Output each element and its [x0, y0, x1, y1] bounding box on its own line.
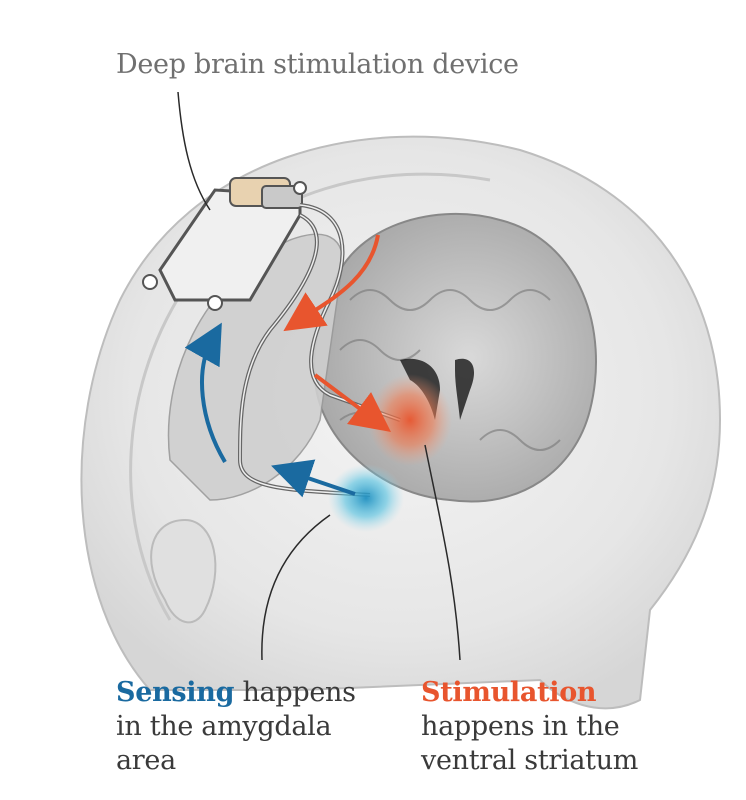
stimulation-label: Stimulation happens in the ventral stria…: [421, 676, 721, 778]
stimulation-highlight: Stimulation: [421, 677, 597, 708]
blue-arrow-icon: [184, 322, 227, 464]
sensing-label: Sensing happens in the amygdala area: [116, 676, 376, 778]
leader-device: [177, 91, 211, 211]
sensing-text-3: area: [116, 745, 176, 776]
stimulation-text-2: happens in the: [421, 711, 620, 742]
device-label-text: Deep brain stimulation device: [116, 49, 519, 80]
blue-arrow-icon-2: [271, 459, 356, 498]
sensing-highlight: Sensing: [116, 677, 235, 708]
sensing-text-1: happens: [234, 677, 356, 708]
gyri: [339, 289, 561, 451]
sensing-text-2: in the amygdala: [116, 711, 332, 742]
stimulation-region: [368, 374, 452, 466]
brain-section: [313, 212, 597, 503]
red-arrow-icon: [283, 234, 380, 332]
stimulation-text-3: ventral striatum: [421, 745, 639, 776]
implant-device-icon: [142, 177, 307, 311]
ear: [150, 518, 217, 624]
red-arrow-icon-2: [313, 373, 391, 432]
device-label: Deep brain stimulation device: [116, 48, 519, 82]
leader-stimulation: [424, 444, 461, 661]
leader-sensing: [261, 514, 331, 661]
sensing-region: [328, 464, 404, 532]
